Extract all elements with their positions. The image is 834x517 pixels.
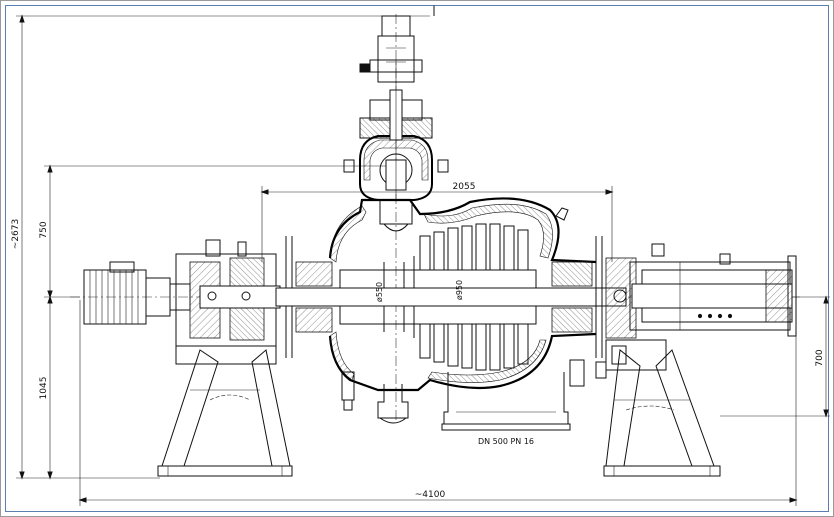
left-pedestal <box>157 349 293 477</box>
dim-overall-height: ~2673 <box>11 219 21 249</box>
dimension-lines <box>16 6 830 506</box>
drawing-border <box>5 5 829 512</box>
blade-stages <box>419 223 529 371</box>
right-pedestal <box>603 349 721 477</box>
dim-lower-height: 1045 <box>39 377 49 400</box>
section-marker: I <box>433 5 436 15</box>
control-valve <box>343 15 449 232</box>
rear-bearing-housing <box>595 236 731 371</box>
coupling-sleeve <box>629 255 797 337</box>
dim-shaft-diameter-550: ø550 <box>375 282 384 302</box>
dim-shaft-diameter-950: ø950 <box>455 280 464 300</box>
turbine-casing <box>275 197 627 431</box>
shaft <box>275 287 627 307</box>
dim-right-height: 700 <box>815 349 825 366</box>
dim-upper-height: 750 <box>39 221 49 238</box>
dim-overall-length: ~4100 <box>415 490 446 500</box>
front-bearing-housing <box>175 236 293 365</box>
dim-casing-width: 2055 <box>453 182 476 192</box>
motor <box>83 261 191 325</box>
flange-label: DN 500 PN 16 <box>478 437 534 446</box>
